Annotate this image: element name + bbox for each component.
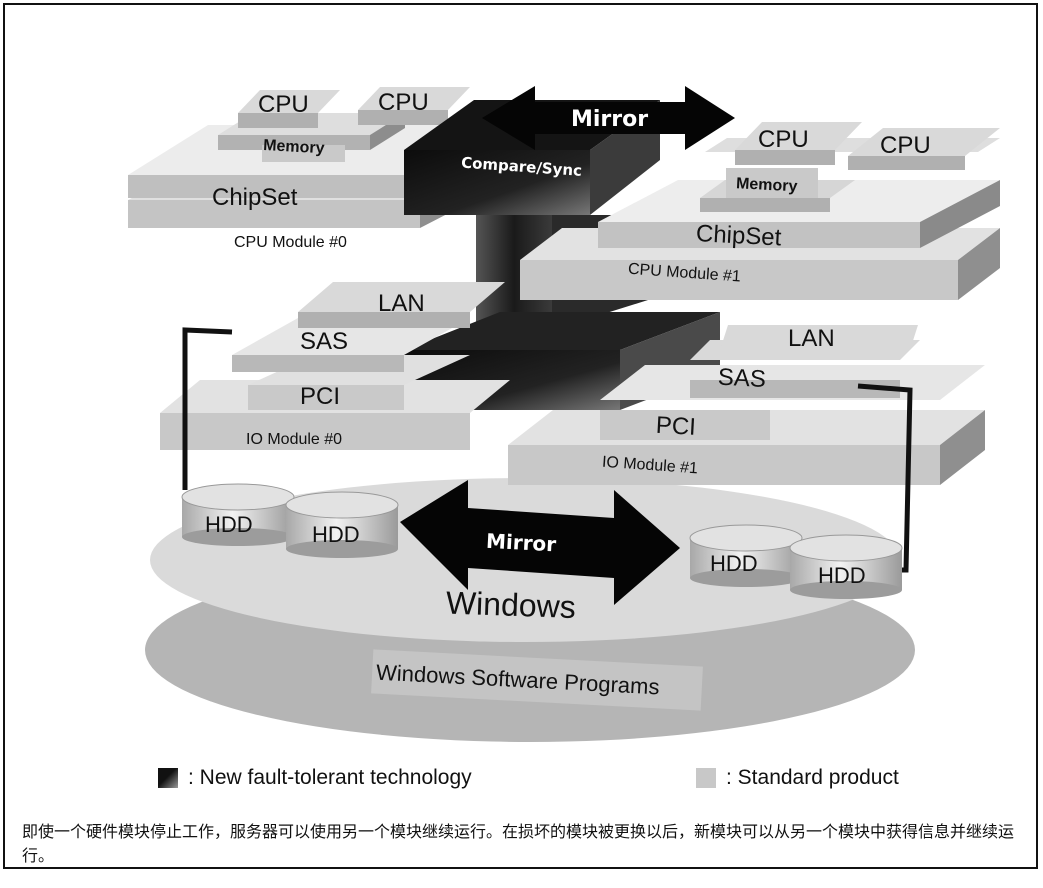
mirror-top-arrow	[482, 86, 735, 150]
cpu0-memory-label: Memory	[263, 137, 325, 157]
cpu0-cpu-a-label: CPU	[258, 91, 309, 118]
io-module-0	[160, 282, 510, 450]
io1-pci-label: PCI	[655, 412, 696, 441]
software-label-box	[371, 649, 703, 711]
io0-lan-label: LAN	[378, 290, 425, 317]
hdd-right-1-label: HDD	[710, 551, 758, 576]
cpu0-cpu-b-label: CPU	[378, 89, 429, 116]
io-module-1	[508, 325, 985, 485]
hdd-right-2-label: HDD	[818, 563, 866, 588]
hdd-left-2-label: HDD	[312, 522, 360, 547]
cpu1-chipset-label: ChipSet	[695, 220, 782, 251]
mirror-bottom-arrow	[400, 480, 680, 605]
mirror-top-label: Mirror	[571, 107, 648, 132]
io1-module-label: IO Module #1	[601, 454, 698, 478]
legend-new-tech-label: : New fault-tolerant technology	[188, 766, 472, 789]
cpu0-module-label: CPU Module #0	[234, 234, 347, 251]
io0-module-label: IO Module #0	[246, 431, 342, 448]
cpu1-memory-label: Memory	[736, 175, 798, 195]
cpu0-chipset-label: ChipSet	[212, 184, 298, 211]
standard-swatch	[696, 768, 716, 788]
hdd-left-1	[181, 483, 295, 546]
mirror-bottom-label: Mirror	[485, 529, 556, 557]
legend-new-tech: : New fault-tolerant technology	[158, 766, 472, 790]
cpu1-cpu-a-label: CPU	[758, 126, 809, 153]
cable-left	[182, 327, 233, 490]
io0-sas-label: SAS	[300, 328, 348, 355]
hdd-left-1-label: HDD	[205, 512, 253, 537]
hdd-left-2	[285, 491, 399, 558]
io1-sas-label: SAS	[717, 364, 766, 393]
cpu1-cpu-b-label: CPU	[880, 132, 931, 159]
legend-standard: : Standard product	[696, 766, 899, 790]
new-tech-swatch	[158, 768, 178, 788]
cpu-module-1	[520, 122, 1000, 300]
windows-label: Windows	[445, 584, 576, 625]
caption: 即使一个硬件模块停止工作，服务器可以使用另一个模块继续运行。在损坏的模块被更换以…	[22, 822, 1015, 865]
legend-standard-label: : Standard product	[726, 766, 899, 789]
hdd-right-1	[689, 524, 803, 587]
io0-pci-label: PCI	[300, 383, 340, 410]
io1-lan-label: LAN	[788, 325, 835, 352]
hdd-right-2	[789, 534, 903, 599]
